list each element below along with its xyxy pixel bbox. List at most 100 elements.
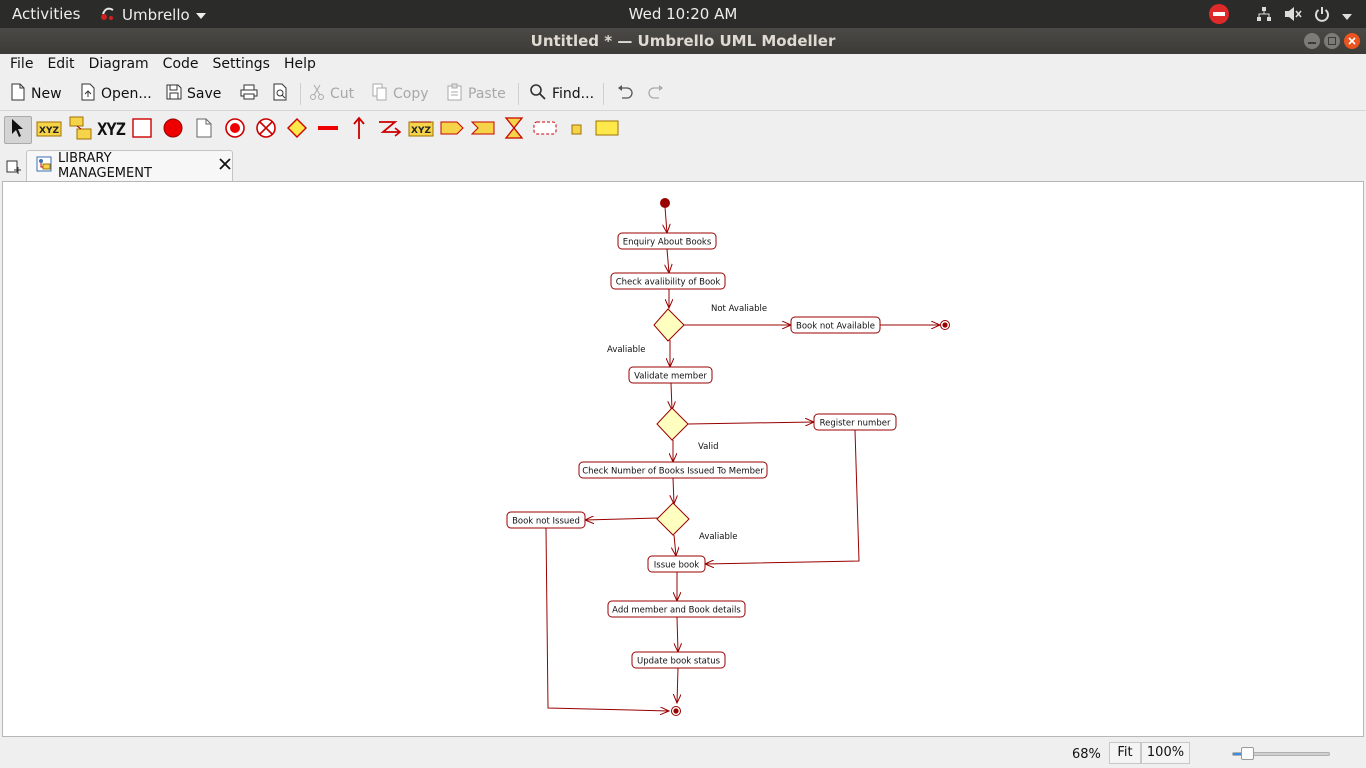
exception-tool[interactable] [376,116,404,144]
menu-edit[interactable]: Edit [47,56,75,72]
flow-final-tool[interactable] [252,116,280,144]
diamond-icon [286,117,308,143]
send-signal-tool[interactable] [438,116,466,144]
object-node-tool[interactable]: XYZ [407,116,435,144]
activity-validate-member[interactable]: Validate member [628,366,713,384]
activities-button[interactable]: Activities [12,5,81,23]
print-preview-button[interactable] [272,83,288,105]
zoom-slider[interactable] [1232,747,1330,760]
cut-label: Cut [330,86,355,102]
open-button[interactable]: Open... [80,83,152,105]
print-button[interactable] [240,83,258,105]
object-tool[interactable]: XYZ [97,116,126,144]
minimize-button[interactable] [1304,33,1320,49]
find-button[interactable]: Find... [529,83,594,105]
fit-button[interactable]: Fit [1109,742,1141,764]
activity-issue-book[interactable]: Issue book [647,555,706,573]
edge-decision-issue-book[interactable] [674,534,676,556]
activity-enquiry[interactable]: Enquiry About Books [617,232,717,250]
activity-check-number[interactable]: Check Number of Books Issued To Member [578,461,768,479]
fork-tool[interactable] [314,116,342,144]
edge-check-number-decision[interactable] [673,477,674,504]
decision-membership[interactable] [656,407,689,441]
system-tray[interactable] [1208,3,1352,29]
chevron-down-icon[interactable] [1342,7,1352,25]
decision-tool[interactable] [283,116,311,144]
zoom-slider-fill [1233,753,1248,755]
diagram-canvas[interactable]: Enquiry About Books Check avalibility of… [2,181,1364,737]
signal-tool[interactable] [66,116,94,144]
volume-muted-icon[interactable] [1284,6,1302,26]
save-button[interactable]: Save [166,83,221,105]
activity-check-availability[interactable]: Check avalibility of Book [610,272,726,290]
close-window-button[interactable] [1344,33,1360,49]
zoom-slider-handle[interactable] [1241,747,1255,760]
edge-not-issued-final[interactable] [545,527,669,711]
select-tool[interactable] [4,116,32,144]
guard-available: Avaliable [607,345,645,355]
activity-book-not-available[interactable]: Book not Available [790,316,881,334]
box-tool[interactable] [128,116,156,144]
final-node-not-available[interactable] [940,320,950,330]
power-icon[interactable] [1314,6,1330,26]
menu-help[interactable]: Help [283,56,316,72]
cut-button[interactable]: Cut [309,83,354,105]
tab-library-management[interactable]: LIBRARY MANAGEMENT [26,150,233,181]
edge-decision-not-issued[interactable] [585,518,659,520]
activity-add-member[interactable]: Add member and Book details [607,600,746,618]
status-bar: 68% Fit 100% [0,738,1366,768]
final-node-main[interactable] [671,706,681,716]
initial-node[interactable] [660,198,670,208]
menu-file[interactable]: File [10,56,34,72]
edge-validate-decision[interactable] [671,382,672,410]
activity-update-status[interactable]: Update book status [631,651,726,669]
note-tool[interactable] [190,116,218,144]
edge-update-final[interactable] [677,667,678,703]
object-label-icon: XYZ [97,120,126,140]
pin-tool[interactable] [562,116,590,144]
edge-enquiry-check[interactable] [667,248,669,273]
edge-start-enquiry[interactable] [665,206,667,233]
signal-icon [67,115,93,145]
pin-icon [569,121,583,140]
menu-bar: File Edit Diagram Code Settings Help [0,54,1366,76]
dashed-region-icon [532,117,558,143]
arrow-up-icon [351,116,367,144]
activity-register-number[interactable]: Register number [813,413,897,431]
flow-final-icon [255,117,277,143]
final-state-tool[interactable] [221,116,249,144]
network-icon[interactable] [1256,6,1272,26]
initial-state-tool[interactable] [159,116,187,144]
paste-button[interactable]: Paste [447,83,506,105]
app-menu[interactable]: Umbrello [100,5,206,25]
edge-add-member-update[interactable] [677,616,678,652]
activity-tool[interactable]: XYZ [35,116,63,144]
combined-fragment-tool[interactable] [593,116,621,144]
accept-signal-tool[interactable] [469,116,497,144]
time-event-tool[interactable] [500,116,528,144]
copy-button[interactable]: Copy [372,83,429,105]
decision-book-limit[interactable] [656,502,690,536]
clock[interactable]: Wed 10:20 AM [628,5,738,23]
menu-settings[interactable]: Settings [212,56,270,72]
rectangle-icon [131,117,153,143]
window-title-bar: Untitled * — Umbrello UML Modeller [0,28,1366,54]
reset-zoom-button[interactable]: 100% [1141,742,1190,764]
menu-diagram[interactable]: Diagram [88,56,149,72]
activity-transition-tool[interactable] [345,116,373,144]
new-button[interactable]: New [10,83,62,105]
decision-availability[interactable] [653,308,685,342]
paste-icon [447,83,463,105]
maximize-button[interactable] [1324,33,1340,49]
region-tool[interactable] [531,116,559,144]
menu-code[interactable]: Code [162,56,199,72]
new-diagram-icon[interactable] [6,159,22,179]
activity-book-not-issued[interactable]: Book not Issued [506,511,586,529]
edge-register-issue-book[interactable] [705,429,860,564]
edge-decision-register[interactable] [687,422,814,424]
do-not-disturb-icon[interactable] [1208,3,1230,29]
close-tab-icon[interactable] [218,157,232,175]
undo-button[interactable] [616,83,634,105]
redo-button[interactable] [647,83,665,105]
paste-label: Paste [468,86,506,102]
